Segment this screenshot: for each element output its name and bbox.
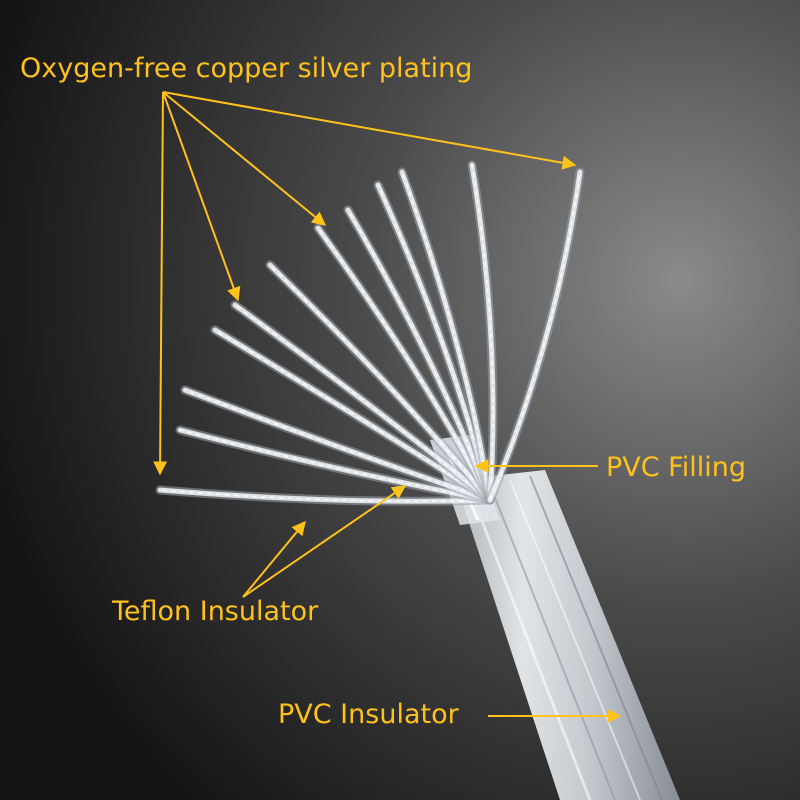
arrow-conductor-3 bbox=[162, 91, 327, 226]
wire-strand-twist bbox=[159, 489, 491, 502]
wire-strand-twist bbox=[269, 264, 491, 501]
pvc-jacket bbox=[455, 470, 680, 800]
wire-strand bbox=[487, 169, 583, 503]
arrow-teflon-1 bbox=[242, 520, 306, 598]
wire-strand-twist bbox=[317, 227, 491, 501]
label-teflon-insulator: Teflon Insulator bbox=[112, 596, 319, 627]
arrow-conductor-2 bbox=[162, 91, 241, 302]
wire-strand-twist bbox=[234, 304, 491, 501]
label-pvc-filling: PVC Filling bbox=[606, 452, 747, 483]
label-pvc-insulator: PVC Insulator bbox=[278, 699, 459, 730]
wire-strand-twist bbox=[401, 171, 491, 501]
wire-strand-twist bbox=[471, 164, 494, 501]
wire-strands bbox=[155, 160, 585, 506]
label-conductor: Oxygen-free copper silver plating bbox=[20, 53, 473, 84]
arrow-teflon-2 bbox=[242, 485, 407, 598]
wire-strand-twist bbox=[179, 429, 491, 501]
arrow-conductor-4 bbox=[162, 91, 577, 170]
arrow-conductor-1 bbox=[153, 91, 168, 476]
annotation-arrows bbox=[153, 91, 622, 723]
wire-strand-twist bbox=[184, 389, 491, 501]
